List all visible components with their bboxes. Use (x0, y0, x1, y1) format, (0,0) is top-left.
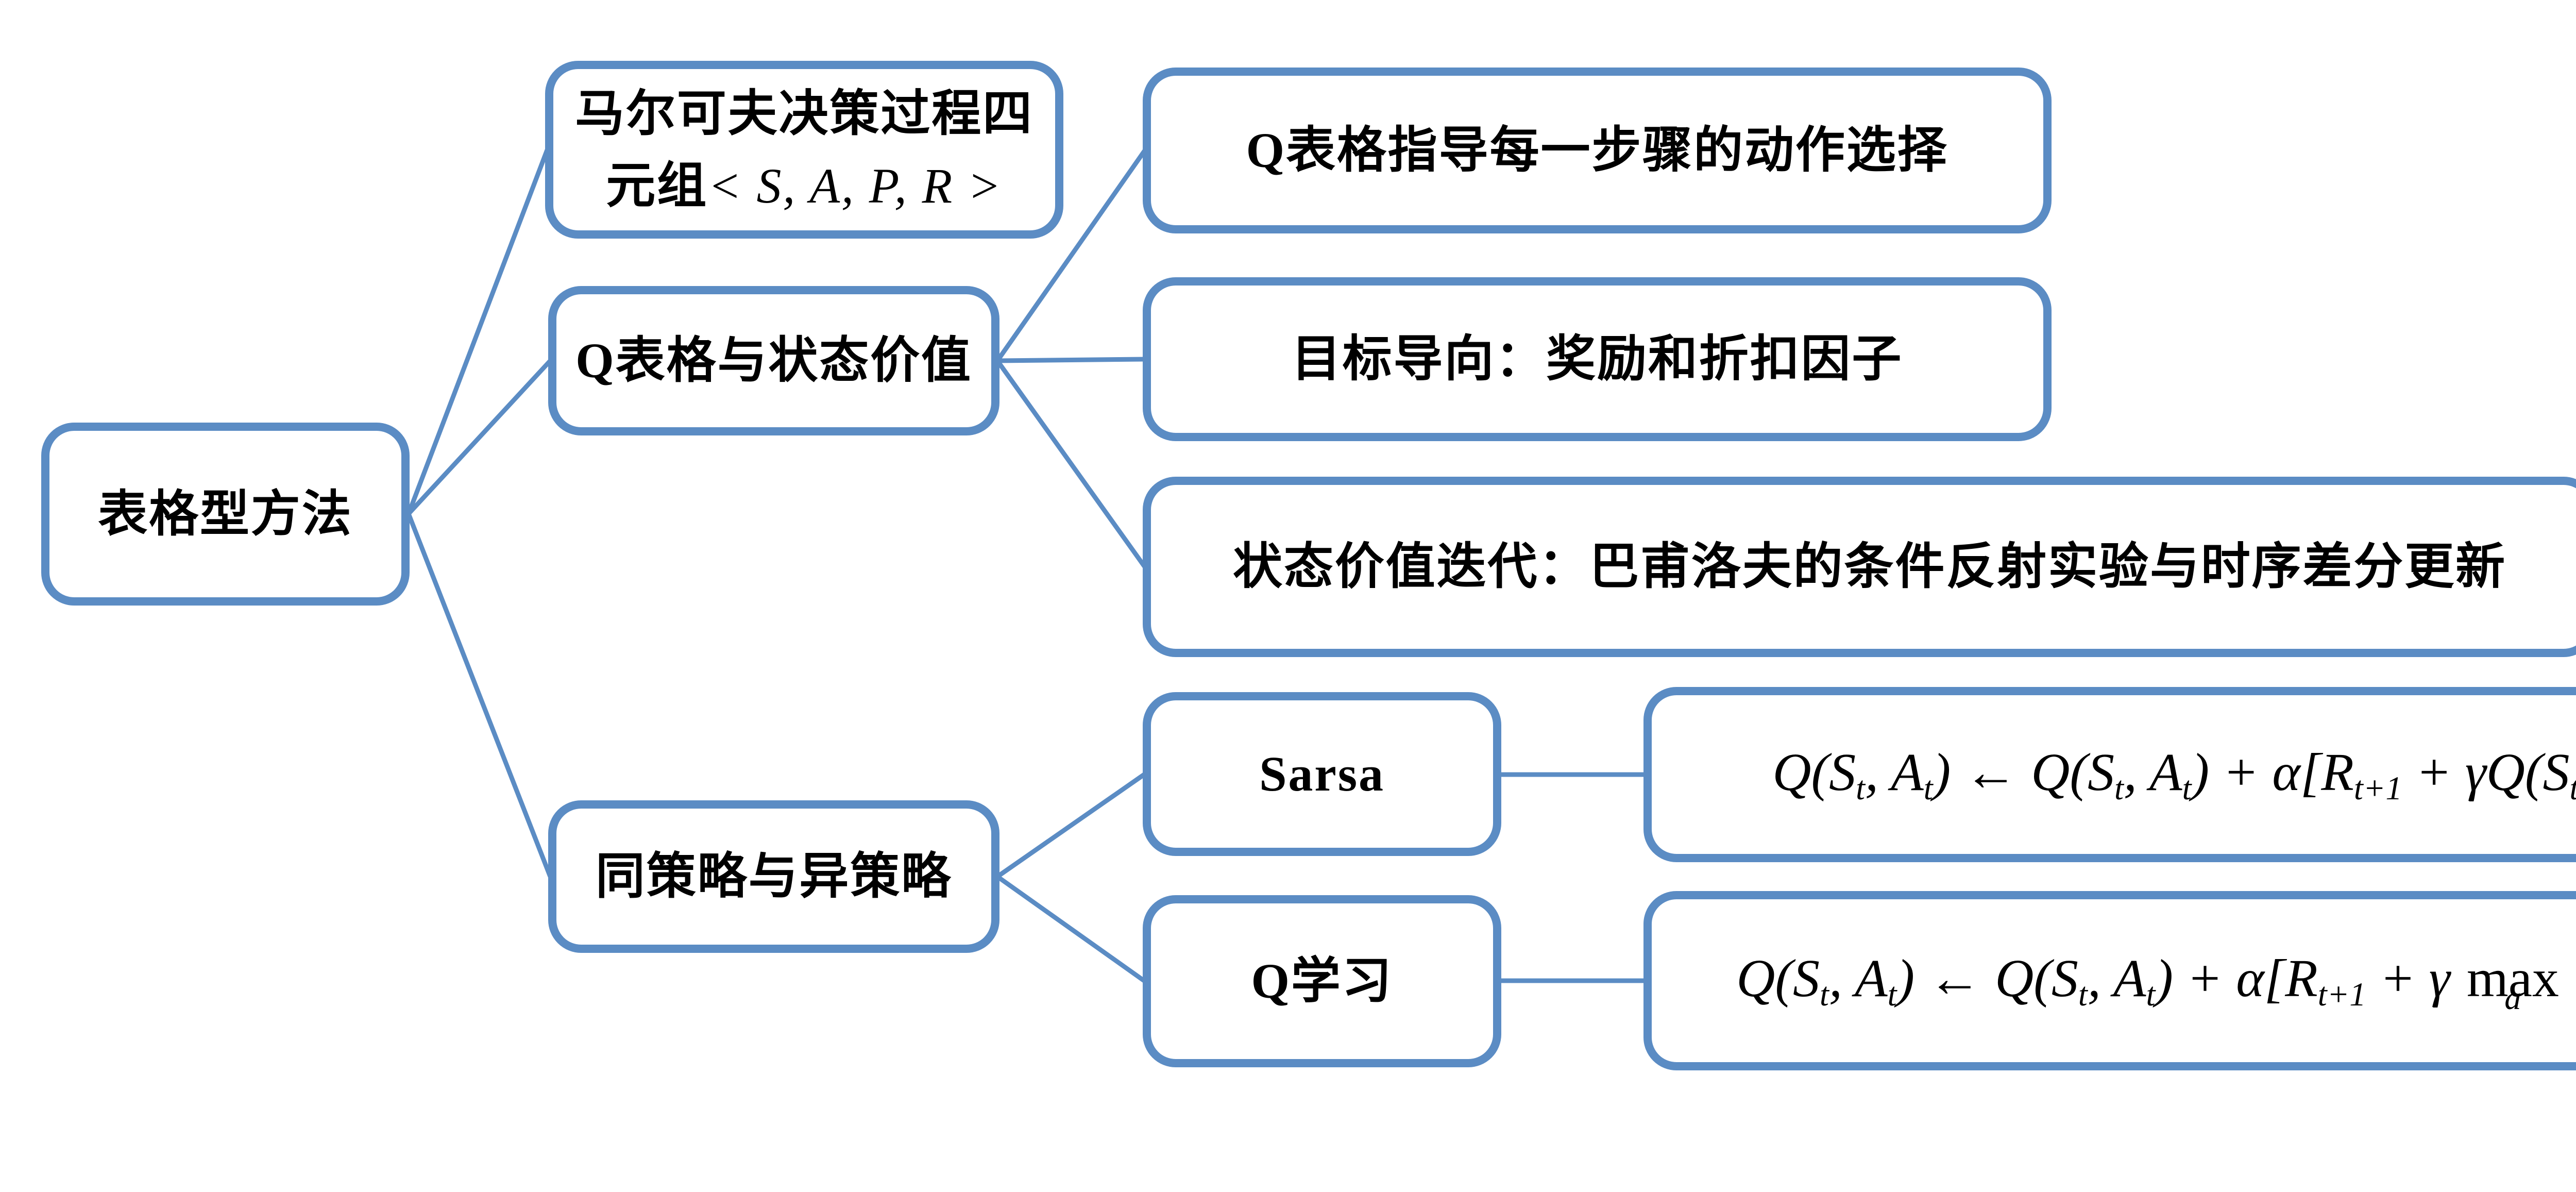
node-qguide-label: Q表格指导每一步骤的动作选择 (1246, 123, 1948, 178)
sarsa-formula: Q(St, At) ← Q(St, At) + α[Rt+1 + γQ(St+1… (1772, 742, 2576, 807)
connector-qtable-goal (997, 357, 1145, 363)
connector-root-qtable (406, 359, 552, 516)
node-policy-label: 同策略与异策略 (595, 849, 953, 904)
node-sarsa-update-formula: Q(St, At) ← Q(St, At) + α[Rt+1 + γQ(St+1… (1643, 687, 2576, 862)
node-qlearning-label: Q学习 (1251, 953, 1393, 1009)
node-state-value-iteration: 状态价值迭代：巴甫洛夫的条件反射实验与时序差分更新 (1143, 477, 2576, 657)
node-root-label: 表格型方法 (98, 486, 353, 542)
connector-root-mdp (406, 149, 550, 515)
connector-root-policy (406, 513, 553, 878)
node-on-off-policy: 同策略与异策略 (548, 800, 999, 953)
node-goal-oriented: 目标导向：奖励和折扣因子 (1143, 277, 2052, 441)
node-qtable-guides-actions: Q表格指导每一步骤的动作选择 (1143, 68, 2052, 233)
node-mdp-label-line1: 马尔可夫决策过程四 (575, 86, 1033, 142)
node-valueiter-label: 状态价值迭代：巴甫洛夫的条件反射实验与时序差分更新 (1233, 539, 2506, 595)
connector-policy-qlearning (996, 875, 1146, 983)
node-qtable-label: Q表格与状态价值 (575, 333, 972, 389)
node-mdp-label: 马尔可夫决策过程四 元组< S, A, P, R > (575, 78, 1033, 221)
node-sarsa: Sarsa (1143, 692, 1501, 856)
node-qlearning: Q学习 (1143, 895, 1501, 1067)
node-goal-label: 目标导向：奖励和折扣因子 (1291, 331, 1903, 387)
node-root: 表格型方法 (41, 423, 410, 606)
node-mdp-label-line2: 元组< S, A, P, R > (606, 158, 1003, 213)
node-qtable-state-value: Q表格与状态价值 (548, 286, 999, 435)
connector-policy-sarsa (996, 772, 1146, 879)
connector-qtable-qguide (995, 149, 1147, 362)
connector-qtable-valueiter (995, 359, 1147, 568)
node-sarsa-label: Sarsa (1259, 746, 1385, 802)
node-mdp-tuple: 马尔可夫决策过程四 元组< S, A, P, R > (545, 61, 1063, 239)
